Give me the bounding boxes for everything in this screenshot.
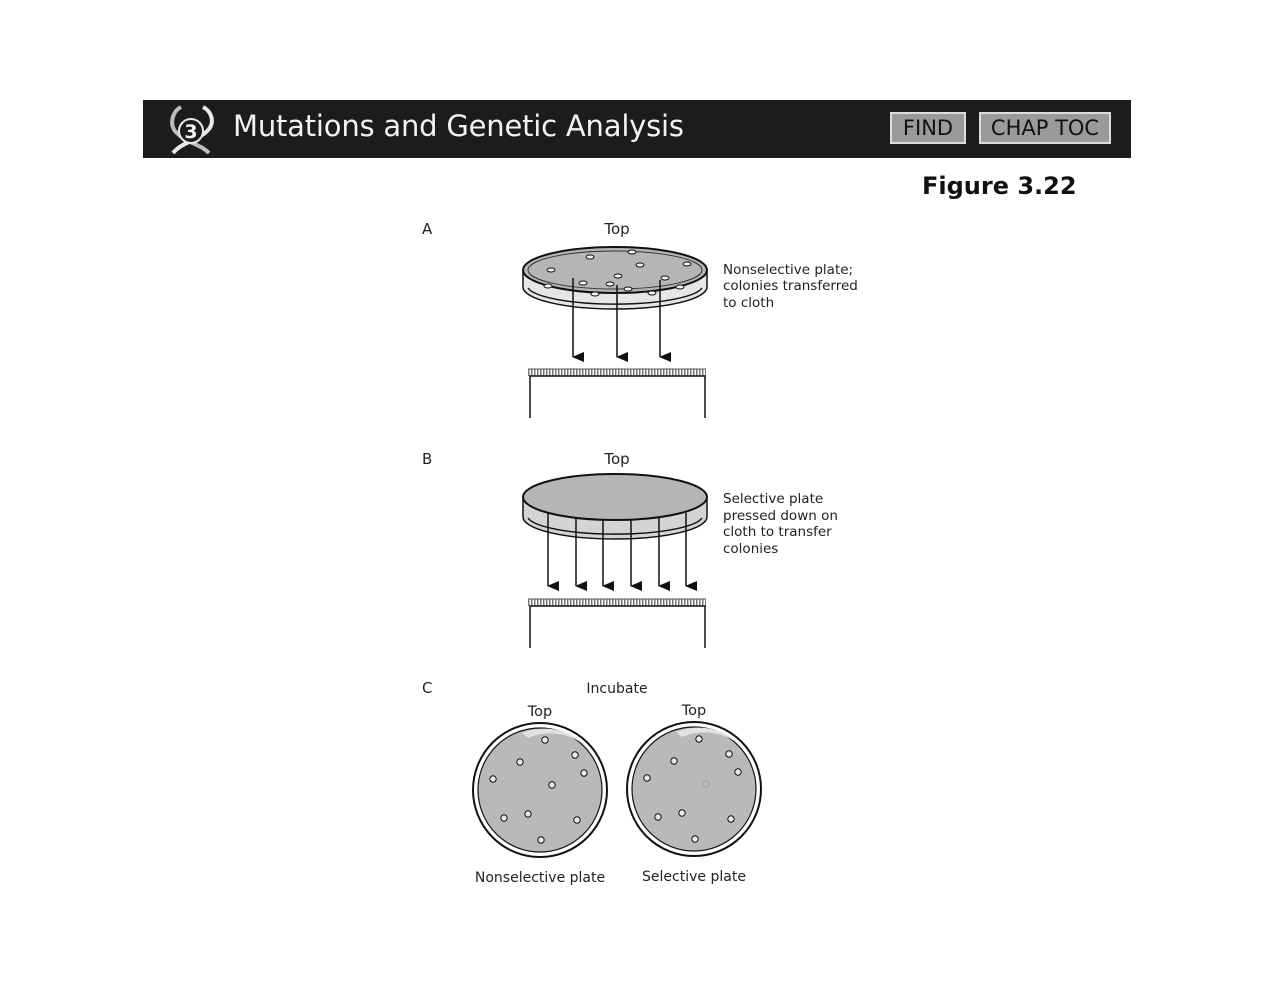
panel-b: B Top Selective plate pressed down on cl… — [422, 450, 842, 648]
colonies-a — [543, 249, 692, 297]
colony — [627, 249, 637, 255]
colony — [585, 254, 595, 260]
chapter-toc-button[interactable]: CHAP TOC — [979, 112, 1111, 144]
colony — [546, 267, 556, 273]
selective-plate-caption: Selective plate — [642, 869, 746, 885]
colony — [678, 809, 686, 817]
colony — [590, 291, 600, 297]
chapter-number: 3 — [184, 121, 197, 143]
colony — [524, 810, 532, 818]
colony — [578, 280, 588, 286]
right-plate-top-label: Top — [681, 703, 706, 719]
panel-a-letter: A — [422, 220, 433, 238]
colony — [691, 835, 699, 843]
colony — [643, 774, 651, 782]
selective-plate-b — [522, 473, 708, 540]
colony — [613, 273, 623, 279]
colony — [571, 751, 579, 759]
colony — [537, 836, 545, 844]
colonies-right — [643, 735, 742, 843]
velvet-cloth-block-b — [528, 598, 706, 648]
colony — [573, 816, 581, 824]
left-plate-top-label: Top — [527, 704, 552, 720]
dna-chapter-icon: 3 — [170, 105, 214, 155]
colony — [675, 284, 685, 290]
velvet-cloth-block-a — [528, 368, 706, 418]
colony — [623, 286, 633, 292]
find-button[interactable]: FIND — [890, 112, 966, 144]
colony — [660, 275, 670, 281]
figure-label: Figure 3.22 — [922, 172, 1077, 200]
colony — [682, 261, 692, 267]
colony — [541, 736, 549, 744]
colony — [647, 290, 657, 296]
chapter-header-bar: 3 Mutations and Genetic Analysis FIND CH… — [143, 100, 1131, 158]
colony — [605, 281, 615, 287]
colony — [580, 769, 588, 777]
colony — [516, 758, 524, 766]
colonies-left — [489, 736, 588, 844]
panel-b-letter: B — [422, 450, 432, 468]
panel-a-top-label: Top — [603, 220, 629, 238]
colony — [670, 757, 678, 765]
panel-c-letter: C — [422, 679, 432, 697]
missing-colony — [702, 780, 710, 788]
panel-a-note: Nonselective plate; colonies transferred… — [723, 262, 862, 311]
panel-b-top-label: Top — [603, 450, 629, 468]
colony — [489, 775, 497, 783]
colony — [635, 262, 645, 268]
panel-c: C Incubate Top Nonselective plate Top — [422, 679, 762, 886]
panel-b-note: Selective plate pressed down on cloth to… — [723, 491, 842, 557]
chapter-title: Mutations and Genetic Analysis — [233, 109, 684, 143]
incubate-label: Incubate — [586, 681, 647, 697]
nonselective-plate-caption: Nonselective plate — [475, 870, 605, 886]
colony — [543, 283, 553, 289]
panel-a: A Top — [422, 220, 862, 418]
nonselective-plate-topview — [472, 722, 608, 858]
colony — [500, 814, 508, 822]
colony — [548, 781, 556, 789]
transfer-arrows-b — [547, 513, 697, 591]
colony — [654, 813, 662, 821]
nonselective-plate-a — [522, 246, 708, 310]
transfer-arrows-a — [572, 278, 671, 362]
colony — [727, 815, 735, 823]
colony — [734, 768, 742, 776]
colony — [695, 735, 703, 743]
colony — [725, 750, 733, 758]
